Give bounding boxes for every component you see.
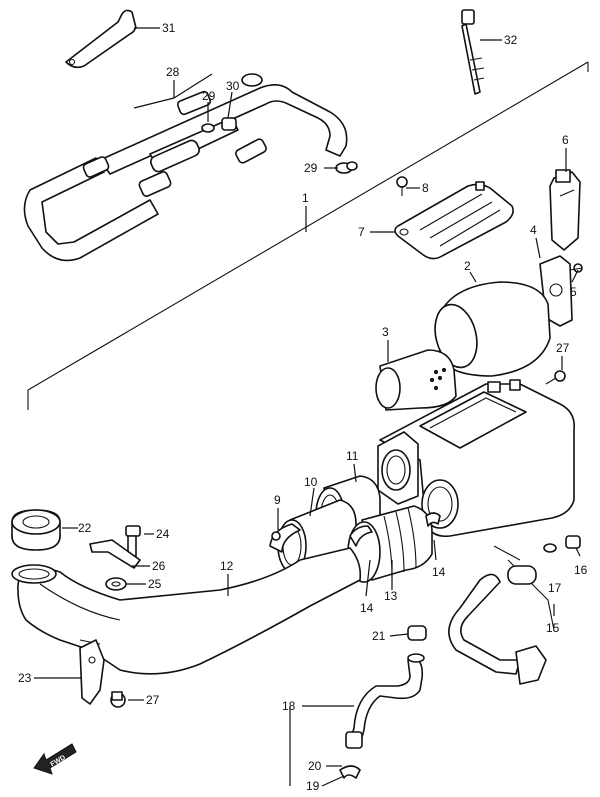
part-22-grommet [11, 509, 61, 551]
callout-16: 16 [574, 563, 588, 577]
callout-21: 21 [372, 629, 386, 643]
callout-10: 10 [304, 475, 318, 489]
callout-32: 32 [504, 33, 518, 47]
callout-7: 7 [358, 225, 365, 239]
callout-4: 4 [530, 223, 537, 237]
callout-17: 17 [548, 581, 562, 595]
part-12-intake-duct [11, 547, 362, 675]
part-21-cap [407, 625, 427, 641]
callout-2: 2 [464, 259, 471, 273]
callout-11: 11 [346, 449, 359, 463]
callout-6: 6 [562, 133, 569, 147]
callout-18: 18 [282, 699, 296, 713]
part-15-drain-hose [448, 545, 555, 685]
callout-15: 15 [546, 621, 560, 635]
part-18-drain-hose [349, 653, 425, 745]
callout-13: 13 [384, 589, 398, 603]
leader-lines [34, 27, 581, 787]
callout-9: 9 [274, 493, 281, 507]
part-3-filter-cage [375, 349, 457, 411]
part-32-cable-tie [461, 9, 485, 95]
part-5-bolt [569, 263, 583, 273]
callout-19: 19 [306, 779, 320, 793]
part-6-bracket [549, 169, 581, 251]
callout-14b: 14 [432, 565, 446, 579]
part-27-screw-top [545, 370, 566, 385]
callout-1: 1 [302, 191, 309, 205]
part-17-plug [507, 543, 557, 585]
callout-29a: 29 [202, 89, 216, 103]
part-20-19-clamp [339, 731, 363, 779]
part-25-washer [105, 577, 127, 591]
callout-28: 28 [166, 65, 180, 79]
callout-labels: 1 2 3 4 5 6 7 8 9 10 11 12 13 14 14 15 1… [18, 21, 588, 793]
part-28-breather-hose [23, 73, 348, 262]
callout-26: 26 [152, 559, 166, 573]
callout-23: 23 [18, 671, 32, 685]
part-2-filter-element [434, 281, 551, 377]
callout-20: 20 [308, 759, 322, 773]
callout-12: 12 [220, 559, 234, 573]
part-14-clamps [349, 512, 441, 547]
callout-25: 25 [148, 577, 162, 591]
callout-3: 3 [382, 325, 389, 339]
callout-5: 5 [570, 285, 577, 299]
part-23-bracket [79, 639, 105, 705]
fwd-arrow-icon: FWD [33, 743, 77, 775]
callout-29b: 29 [304, 161, 318, 175]
assembly-bracket-lines [27, 61, 589, 410]
part-27-bolt-bottom [110, 691, 126, 708]
part-16-fitting [565, 535, 581, 549]
callout-24: 24 [156, 527, 170, 541]
callout-14a: 14 [360, 601, 374, 615]
part-7-filter-cover [394, 181, 514, 260]
part-26-bracket [89, 539, 141, 569]
callout-8: 8 [422, 181, 429, 195]
callout-22: 22 [78, 521, 92, 535]
callout-27b: 27 [146, 693, 160, 707]
callout-31: 31 [162, 21, 176, 35]
part-29-30-clamps [201, 117, 358, 174]
part-31-strap [65, 9, 137, 69]
callout-30: 30 [226, 79, 240, 93]
part-8-screw [396, 176, 408, 196]
callout-27a: 27 [556, 341, 570, 355]
part-9-clamp [269, 523, 301, 553]
